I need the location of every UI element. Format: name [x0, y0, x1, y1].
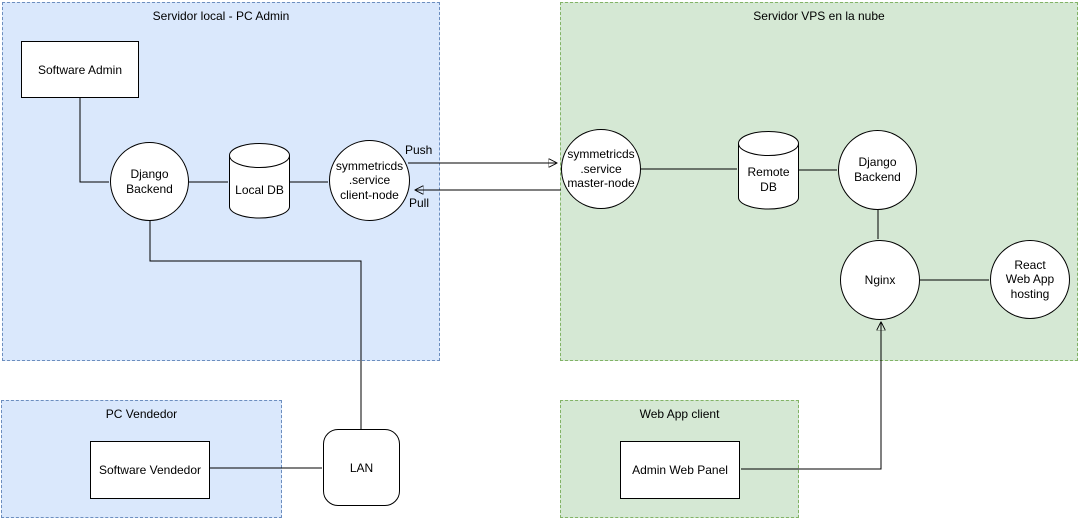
node-symmetricds-client[interactable]: symmetricds .service client-node: [329, 140, 410, 221]
node-symmetricds-master-label: symmetricds .service master-node: [567, 147, 635, 191]
group-servidor-vps: Servidor VPS en la nube: [560, 2, 1078, 361]
database-cylinder-icon: [738, 131, 799, 210]
node-nginx-label: Nginx: [864, 272, 896, 287]
node-admin-web-panel-label: Admin Web Panel: [632, 463, 728, 477]
node-react-web-app-label: React Web App hosting: [1005, 257, 1055, 301]
node-nginx[interactable]: Nginx: [840, 240, 920, 320]
node-django-backend-vps[interactable]: Django Backend: [838, 130, 917, 210]
edge-softwareadmin-django: [79, 98, 109, 183]
node-local-db-label: Local DB: [235, 183, 284, 198]
node-local-db[interactable]: Local DB: [229, 143, 290, 219]
node-software-vendedor[interactable]: Software Vendedor: [90, 441, 210, 499]
edge-label-pull: Pull: [409, 196, 430, 210]
edge-adminwebpanel-nginx-arrow: [741, 323, 881, 470]
group-servidor-vps-title: Servidor VPS en la nube: [753, 9, 885, 23]
node-software-admin[interactable]: Software Admin: [21, 41, 139, 98]
group-servidor-local-title: Servidor local - PC Admin: [152, 9, 290, 23]
node-remote-db-label: Remote DB: [747, 165, 790, 194]
node-lan-label: LAN: [349, 460, 374, 475]
node-software-vendedor-label: Software Vendedor: [98, 463, 202, 477]
database-cylinder-icon: [229, 143, 290, 219]
edge-label-push: Push: [405, 143, 433, 157]
node-django-backend-vps-label: Django Backend: [854, 155, 901, 184]
node-django-backend-local-label: Django Backend: [126, 166, 173, 196]
edge-django-lan: [149, 221, 362, 429]
group-web-app-client-title: Web App client: [639, 407, 720, 421]
node-symmetricds-master[interactable]: symmetricds .service master-node: [561, 129, 641, 209]
node-react-web-app[interactable]: React Web App hosting: [990, 240, 1070, 319]
node-django-backend-local[interactable]: Django Backend: [110, 142, 189, 221]
group-pc-vendedor-title: PC Vendedor: [105, 407, 178, 421]
node-remote-db[interactable]: Remote DB: [738, 131, 799, 210]
node-software-admin-label: Software Admin: [37, 62, 123, 77]
node-admin-web-panel[interactable]: Admin Web Panel: [620, 441, 740, 499]
node-lan[interactable]: LAN: [323, 429, 400, 506]
node-symmetricds-client-label: symmetricds .service client-node: [335, 158, 404, 202]
